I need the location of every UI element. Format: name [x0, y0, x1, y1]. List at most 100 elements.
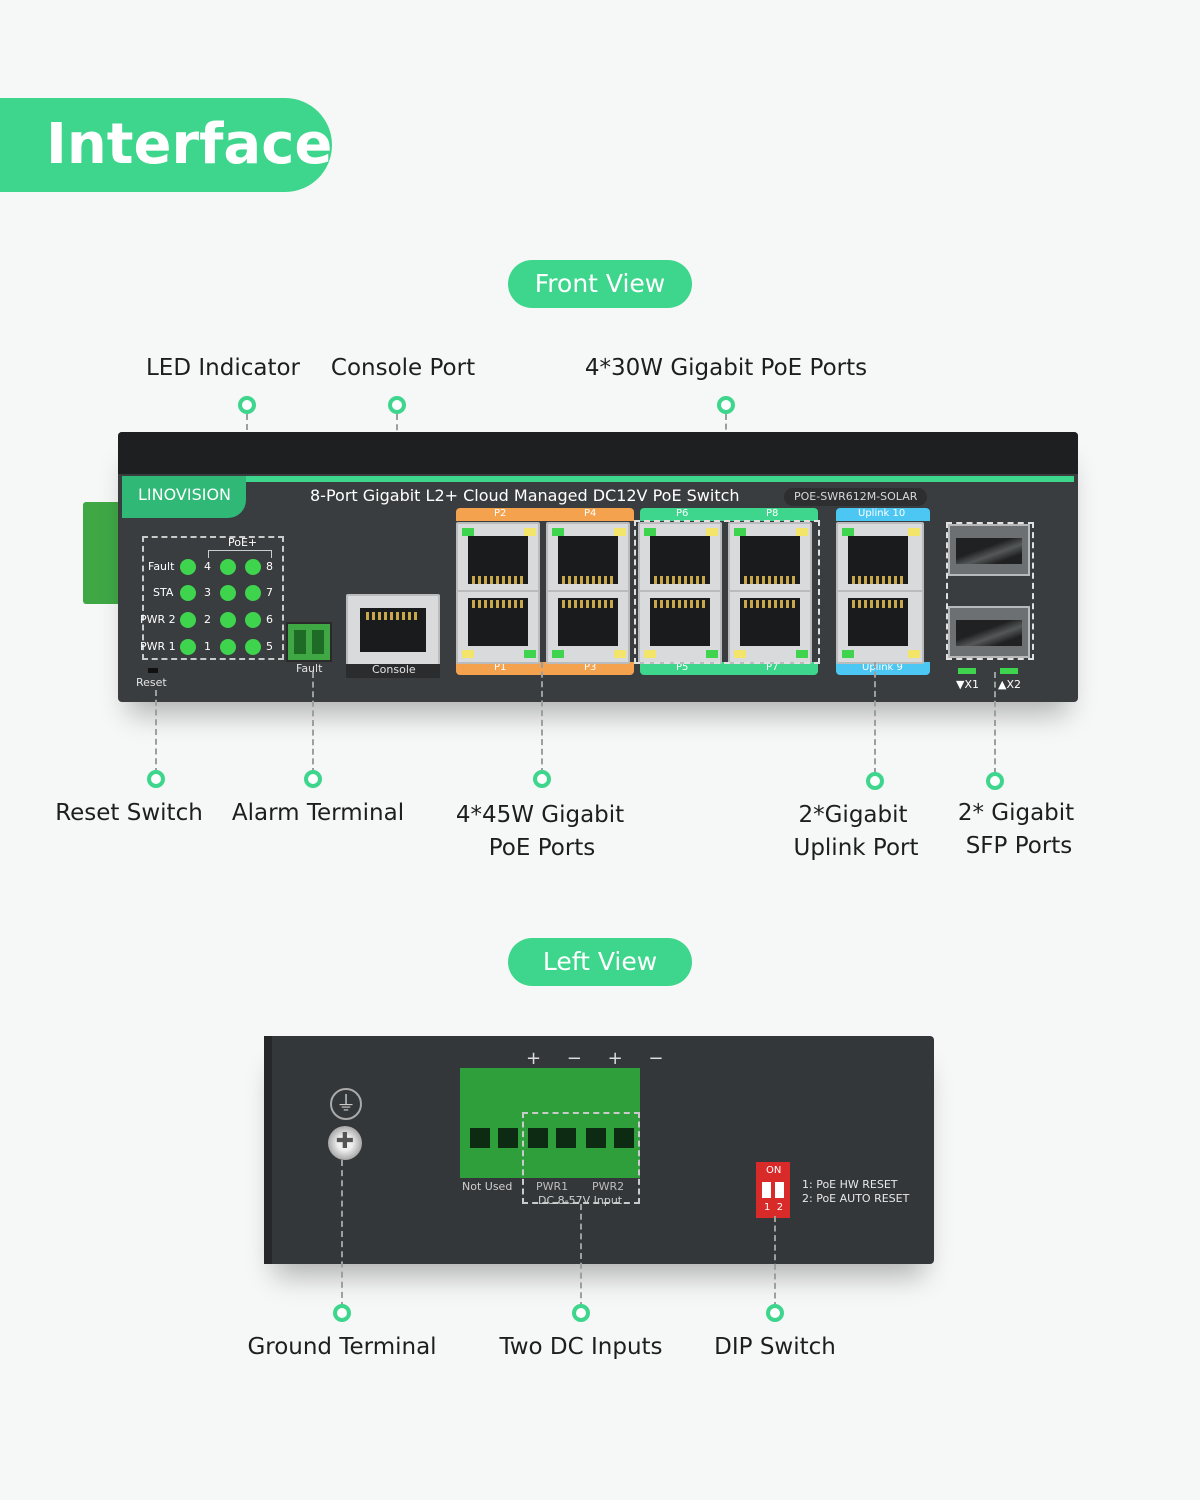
callout-sfp-line1: 2* Gigabit: [957, 800, 1075, 826]
marker-dot: [147, 770, 165, 788]
sfp-port-x2[interactable]: [948, 524, 1030, 576]
led-port-6: [245, 612, 261, 628]
marker-dot: [866, 772, 884, 790]
strip-p6-p8: P6 P8: [640, 508, 818, 521]
device-top-edge: [118, 432, 1078, 474]
model-badge: POE-SWR612M-SOLAR: [784, 488, 928, 506]
led-num: 1: [204, 640, 211, 653]
power-terminal-block: [460, 1068, 640, 1178]
led-num: 5: [266, 640, 273, 653]
rj45-port-p1[interactable]: [456, 590, 540, 664]
left-view-heading: Left View: [508, 938, 692, 986]
rj45-uplink-10[interactable]: [836, 522, 924, 596]
led-port-3: [220, 585, 236, 601]
callout-led-indicator: LED Indicator: [145, 355, 301, 381]
ground-symbol-icon: ⏚: [330, 1088, 362, 1120]
led-label-pwr2: PWR 2: [140, 613, 176, 626]
rj45-port-p8[interactable]: [728, 522, 812, 596]
left-device: + − + − Not Used PWR1 PWR2 DC 8-57V Inpu…: [264, 1036, 934, 1264]
pwr1-label: PWR1: [536, 1180, 569, 1193]
device-title: 8-Port Gigabit L2+ Cloud Managed DC12V P…: [310, 486, 740, 505]
console-port[interactable]: [346, 594, 440, 666]
callout-poe45-line1: 4*45W Gigabit: [455, 802, 625, 828]
led-port-7: [245, 585, 261, 601]
callout-uplink-line2: Uplink Port: [793, 835, 919, 861]
marker-dot: [388, 396, 406, 414]
console-label: Console: [372, 663, 416, 676]
accent-stripe: [246, 476, 1074, 482]
callout-sfp-line2: SFP Ports: [965, 833, 1073, 859]
strip-p2-p4: P2 P4: [456, 508, 634, 521]
led-panel-outline: [142, 536, 284, 660]
strip-p1-p3: P1 P3: [456, 662, 634, 675]
led-num: 7: [266, 586, 273, 599]
led-num: 8: [266, 560, 273, 573]
led-port-4: [220, 559, 236, 575]
marker-dot: [986, 772, 1004, 790]
dip-toggle-1[interactable]: [762, 1182, 771, 1198]
sfp-group-outline: [946, 522, 1034, 660]
sfp-port-x1[interactable]: [948, 606, 1030, 658]
front-view-heading: Front View: [508, 260, 692, 308]
strip-p5-p7: P5 P7: [640, 662, 818, 675]
leader-line: [341, 1160, 343, 1308]
leader-line: [155, 690, 157, 774]
strip-uplink-10: Uplink 10: [836, 508, 930, 521]
console-label-bar: [346, 664, 440, 678]
leader-line: [774, 1216, 776, 1308]
dc-input-label: DC 8-57V Input: [538, 1194, 623, 1207]
rj45-port-p3[interactable]: [546, 590, 630, 664]
sfp-label-x1: ▼X1: [956, 678, 979, 691]
rj45-port-p6[interactable]: [638, 522, 722, 596]
device-edge: [264, 1036, 272, 1264]
strip-uplink-9: Uplink 9: [836, 662, 930, 675]
poe30-group-outline: [634, 520, 820, 664]
led-num: 3: [204, 586, 211, 599]
poe-bracket: [208, 550, 272, 558]
front-device: LINOVISION 8-Port Gigabit L2+ Cloud Mana…: [118, 432, 1078, 702]
marker-dot: [333, 1304, 351, 1322]
marker-dot: [717, 396, 735, 414]
sfp-led-x2: [1000, 668, 1018, 674]
not-used-label: Not Used: [462, 1180, 513, 1193]
rj45-port-p2[interactable]: [456, 522, 540, 596]
led-port-1: [220, 639, 236, 655]
callout-uplink-line1: 2*Gigabit: [798, 802, 908, 828]
leader-line: [994, 672, 996, 774]
led-sta: [180, 585, 196, 601]
dip-switch[interactable]: ON 1 2: [756, 1162, 790, 1218]
sfp-label-x2: ▲X2: [998, 678, 1021, 691]
led-fault: [180, 559, 196, 575]
led-port-5: [245, 639, 261, 655]
marker-dot: [533, 770, 551, 788]
led-num: 2: [204, 613, 211, 626]
led-num: 4: [204, 560, 211, 573]
rj45-uplink-9[interactable]: [836, 590, 924, 664]
brand-label: LINOVISION: [122, 476, 246, 518]
polarity-marks: + − + −: [526, 1048, 674, 1069]
callout-ground-terminal: Ground Terminal: [247, 1334, 437, 1360]
dip-on-label: ON: [766, 1165, 782, 1176]
rj45-port-p7[interactable]: [728, 590, 812, 664]
rj45-port-p4[interactable]: [546, 522, 630, 596]
callout-dc-inputs: Two DC Inputs: [499, 1334, 663, 1360]
led-label-fault: Fault: [148, 560, 175, 573]
marker-dot: [766, 1304, 784, 1322]
marker-dot: [304, 770, 322, 788]
leader-line: [874, 662, 876, 774]
dc-input-outline: [522, 1112, 640, 1204]
led-num: 6: [266, 613, 273, 626]
dip-numbers: 1 2: [764, 1202, 784, 1213]
callout-dip-switch: DIP Switch: [714, 1334, 836, 1360]
leader-line: [312, 672, 314, 774]
led-pwr1: [180, 639, 196, 655]
led-port-2: [220, 612, 236, 628]
dip-toggle-2[interactable]: [775, 1182, 784, 1198]
reset-button[interactable]: [148, 668, 158, 673]
ground-screw[interactable]: ✚: [328, 1126, 362, 1160]
callout-poe45-line2: PoE Ports: [488, 835, 596, 861]
dip-desc-1: 1: PoE HW RESET: [802, 1178, 898, 1191]
dip-desc-2: 2: PoE AUTO RESET: [802, 1192, 910, 1205]
sfp-led-x1: [958, 668, 976, 674]
fault-label: Fault: [296, 662, 323, 675]
